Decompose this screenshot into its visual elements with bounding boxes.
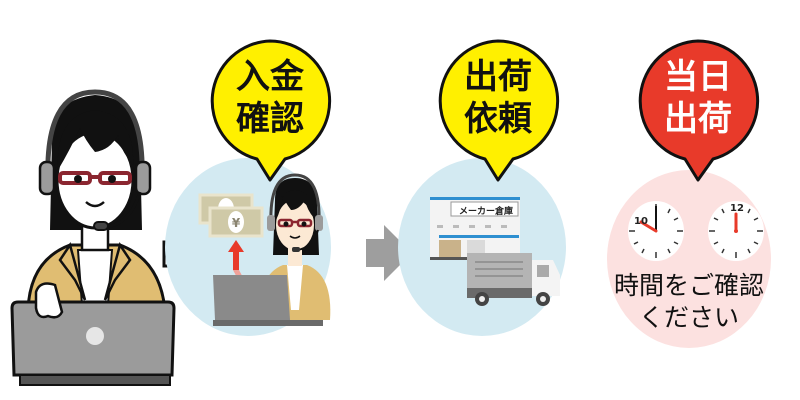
step2-speech-bubble: [438, 39, 560, 182]
time-check-note-line2: ください: [638, 303, 739, 332]
warehouse-truck-scene: [430, 197, 560, 306]
step1-bubble-line1: 入金: [236, 57, 304, 97]
step1-bubble-text: 入金 確認: [210, 56, 330, 140]
clock-12-icon: [708, 201, 764, 261]
step2-bubble-line2: 依頼: [464, 99, 532, 139]
step3-speech-bubble: [638, 39, 760, 182]
time-check-note: 時間をご確認 ください: [607, 270, 771, 334]
gray-arrow-icon: [366, 225, 412, 281]
step1-bubble-line2: 確認: [236, 99, 304, 139]
step3-bubble-line1: 当日: [664, 57, 732, 97]
operator-illustration: [10, 89, 176, 386]
step1-speech-bubble: [210, 39, 332, 182]
step2-bubble-line1: 出荷: [464, 57, 532, 97]
time-check-note-line1: 時間をご確認: [613, 271, 764, 300]
warehouse-sign: メーカー倉庫: [458, 207, 513, 217]
clock-label-10: 10: [634, 216, 648, 227]
step3-bubble-text: 当日 出荷: [638, 56, 758, 140]
step2-bubble-text: 出荷 依頼: [438, 56, 558, 140]
step3-bubble-line2: 出荷: [664, 99, 732, 139]
svg-text:¥: ¥: [232, 216, 241, 230]
step1-scene: ¥: [198, 173, 331, 326]
clock-label-12: 12: [730, 203, 744, 214]
clock-10-icon: [628, 201, 684, 261]
